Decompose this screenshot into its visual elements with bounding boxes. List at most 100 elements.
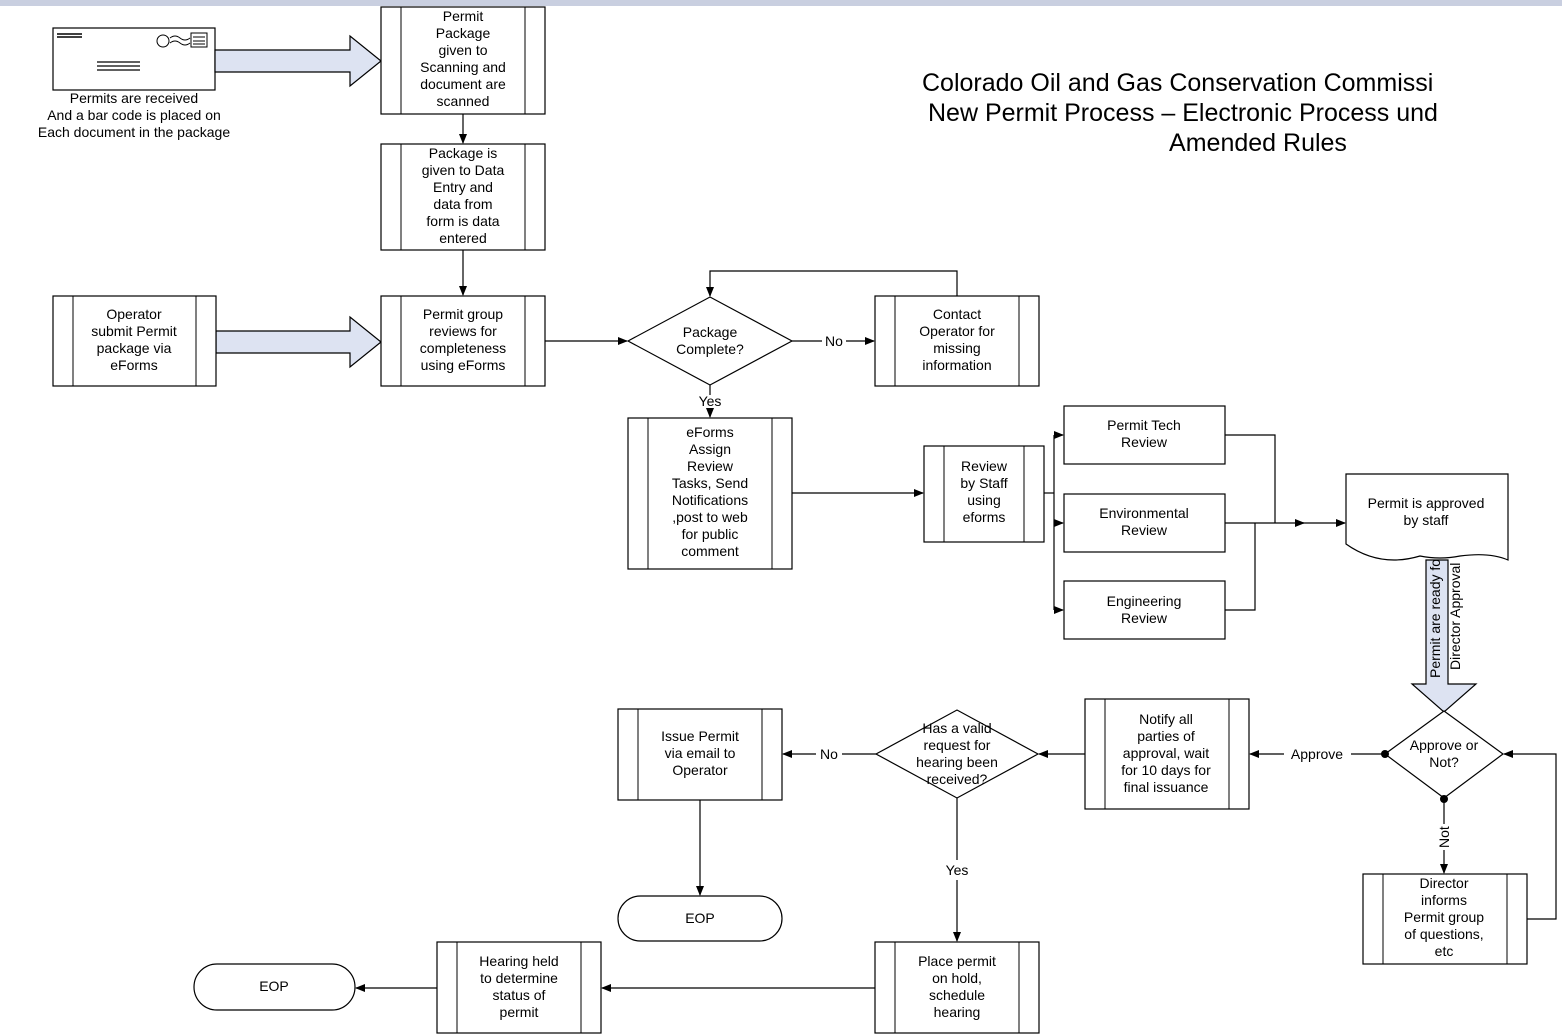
operator-submit-line-4: eForms [110, 357, 157, 373]
contact-operator-line-3: missing [933, 340, 980, 356]
engineering-review-line-1: Engineering [1107, 593, 1182, 609]
scanning-line-3: given to [438, 42, 487, 58]
eforms-assign-line-1: eForms [686, 424, 733, 440]
approve-or-not-line-2: Not? [1429, 754, 1459, 770]
review-by-staff-line-3: using [967, 492, 1000, 508]
ready-for-director-label: Permit are ready for Director Approval [1427, 554, 1463, 678]
director-informs-line-4: of questions, [1404, 926, 1483, 942]
permit-group-review-line-4: using eForms [421, 357, 506, 373]
decision-package-complete: Package Complete? [626, 296, 794, 386]
process-notify-parties: Notify all parties of approval, wait for… [1084, 698, 1250, 810]
director-informs-line-5: etc [1435, 943, 1454, 959]
process-place-on-hold: Place permit on hold, schedule hearing [874, 941, 1040, 1034]
title-line-1: Colorado Oil and Gas Conservation Commis… [922, 69, 1433, 97]
junction-dot-not [1440, 795, 1448, 803]
eforms-assign-line-6: ,post to web [672, 509, 748, 525]
issue-permit-line-3: Operator [672, 762, 728, 778]
place-on-hold-line-3: schedule [929, 987, 985, 1003]
place-on-hold-line-2: on hold, [932, 970, 982, 986]
edge-label-no-2: No [820, 746, 838, 762]
eforms-assign-line-8: comment [681, 543, 739, 559]
scanning-line-6: scanned [437, 93, 490, 109]
director-informs-line-2: informs [1421, 892, 1467, 908]
eforms-assign-line-3: Review [687, 458, 734, 474]
connectors [355, 114, 1557, 992]
edge-label-no-1: No [825, 333, 843, 349]
engineering-review-line-2: Review [1121, 610, 1168, 626]
junction-dot-approve [1381, 750, 1389, 758]
process-operator-submit: Operator submit Permit package via eForm… [52, 295, 217, 387]
data-entry-line-1: Package is [429, 145, 497, 161]
connector-director-loop [1503, 750, 1557, 920]
data-entry-line-2: given to Data [422, 162, 505, 178]
director-informs-line-3: Permit group [1404, 909, 1484, 925]
title-line-3: Amended Rules [1169, 129, 1347, 157]
environmental-review-line-1: Environmental [1099, 505, 1189, 521]
data-entry-line-5: form is data [426, 213, 499, 229]
director-informs-line-1: Director [1419, 875, 1468, 891]
block-arrow-operator-to-review [215, 315, 382, 369]
permit-group-review-line-3: completeness [420, 340, 506, 356]
envelope-caption-line-1: Permits are received [70, 90, 198, 106]
diagram-title: Colorado Oil and Gas Conservation Commis… [922, 69, 1438, 157]
data-entry-line-3: Entry and [433, 179, 493, 195]
contact-operator-line-2: Operator for [919, 323, 995, 339]
notify-parties-line-3: approval, wait [1123, 745, 1209, 761]
package-complete-line-2: Complete? [676, 341, 744, 357]
ready-for-director-line-1: Permit are ready for [1427, 554, 1443, 678]
process-scanning: Permit Package given to Scanning and doc… [380, 6, 546, 115]
scanning-line-2: Package [436, 25, 491, 41]
title-line-2: New Permit Process – Electronic Process … [928, 99, 1438, 127]
edge-label-yes-2: Yes [946, 862, 969, 878]
permit-group-review-line-2: reviews for [429, 323, 497, 339]
hearing-request-line-1: Has a valid [922, 720, 991, 736]
hearing-held-line-3: status of [493, 987, 546, 1003]
edge-label-yes-1: Yes [699, 393, 722, 409]
process-review-by-staff: Review by Staff using eforms [923, 445, 1045, 543]
permit-approved-line-2: by staff [1404, 512, 1449, 528]
hearing-held-line-4: permit [500, 1004, 539, 1020]
notify-parties-line-1: Notify all [1139, 711, 1193, 727]
terminator-eop-2: EOP [193, 963, 356, 1011]
contact-operator-line-1: Contact [933, 306, 981, 322]
operator-submit-line-3: package via [97, 340, 172, 356]
process-issue-permit: Issue Permit via email to Operator [617, 708, 783, 801]
environmental-review-line-2: Review [1121, 522, 1168, 538]
issue-permit-line-1: Issue Permit [661, 728, 739, 744]
edge-label-not: Not [1436, 826, 1452, 848]
edge-label-approve: Approve [1291, 746, 1343, 762]
process-permit-tech-review: Permit Tech Review [1063, 405, 1226, 465]
process-director-informs: Director informs Permit group of questio… [1362, 873, 1528, 965]
eforms-assign-line-2: Assign [689, 441, 731, 457]
document-permit-approved: Permit is approved by staff [1345, 473, 1509, 561]
place-on-hold-line-1: Place permit [918, 953, 996, 969]
eop-2-label: EOP [259, 978, 289, 994]
terminator-eop-1: EOP [617, 895, 783, 942]
contact-operator-line-4: information [922, 357, 991, 373]
approve-or-not-line-1: Approve or [1410, 737, 1479, 753]
operator-submit-line-2: submit Permit [91, 323, 177, 339]
notify-parties-line-2: parties of [1137, 728, 1195, 744]
block-arrow-approved-to-decision [1410, 559, 1478, 713]
connector-tech-out [1225, 434, 1276, 523]
process-engineering-review: Engineering Review [1063, 580, 1226, 640]
envelope-caption-line-3: Each document in the package [38, 124, 230, 140]
process-data-entry: Package is given to Data Entry and data … [380, 143, 546, 251]
connector-contact-loop [706, 270, 958, 297]
review-by-staff-line-4: eforms [963, 509, 1006, 525]
eforms-assign-line-5: Notifications [672, 492, 748, 508]
process-contact-operator: Contact Operator for missing information [874, 295, 1040, 387]
review-by-staff-line-1: Review [961, 458, 1008, 474]
process-environmental-review: Environmental Review [1063, 493, 1226, 553]
notify-parties-line-4: for 10 days for [1121, 762, 1211, 778]
permit-tech-review-line-2: Review [1121, 434, 1168, 450]
permit-approved-line-1: Permit is approved [1368, 495, 1485, 511]
notify-parties-line-5: final issuance [1124, 779, 1209, 795]
data-entry-line-6: entered [439, 230, 486, 246]
scanning-line-5: document are [420, 76, 506, 92]
process-permit-group-review: Permit group reviews for completeness us… [380, 295, 546, 387]
permit-group-review-line-1: Permit group [423, 306, 503, 322]
permit-tech-review-line-1: Permit Tech [1107, 417, 1181, 433]
scanning-line-1: Permit [443, 8, 484, 24]
process-hearing-held: Hearing held to determine status of perm… [436, 941, 602, 1034]
